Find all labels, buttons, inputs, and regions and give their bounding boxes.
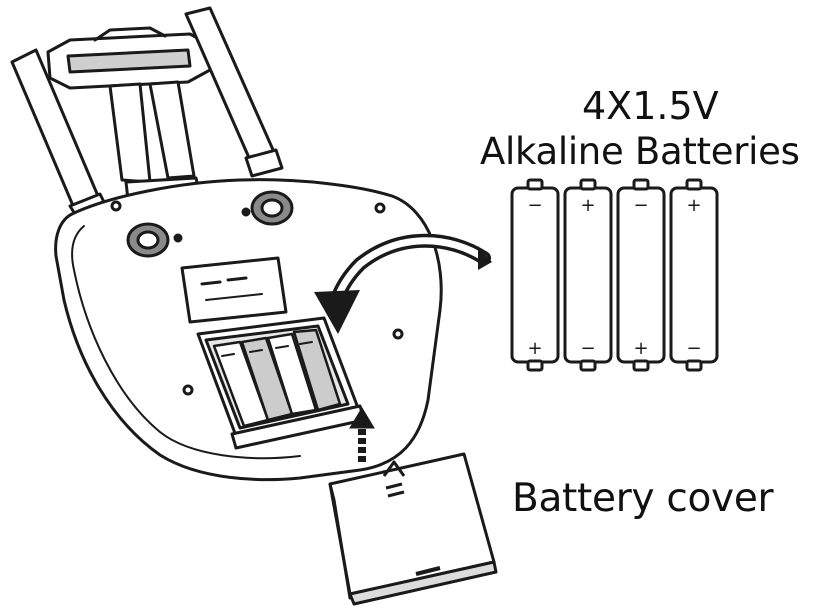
certification-label <box>182 258 286 322</box>
battery-4-top-mark: + <box>686 195 701 216</box>
battery-4-bottom-mark: − <box>686 338 701 359</box>
battery-1-bottom-mark: + <box>527 338 542 359</box>
battery-1: − + <box>512 180 558 370</box>
battery-spec-label: 4X1.5V <box>582 84 719 128</box>
remote-controller <box>12 8 441 480</box>
battery-cover <box>330 454 496 604</box>
battery-2-bottom-mark: − <box>580 338 595 359</box>
battery-3-bottom-mark: + <box>633 338 648 359</box>
battery-type-label: Alkaline Batteries <box>480 130 800 173</box>
battery-4: + − <box>671 180 717 370</box>
battery-3: − + <box>618 180 664 370</box>
battery-1-top-mark: − <box>527 195 542 216</box>
battery-3-top-mark: − <box>633 195 648 216</box>
battery-2: + − <box>565 180 611 370</box>
battery-group: − + + − − + + − <box>512 180 717 370</box>
battery-2-top-mark: + <box>580 195 595 216</box>
battery-cover-label: Battery cover <box>512 476 773 521</box>
right-antenna <box>186 8 282 176</box>
